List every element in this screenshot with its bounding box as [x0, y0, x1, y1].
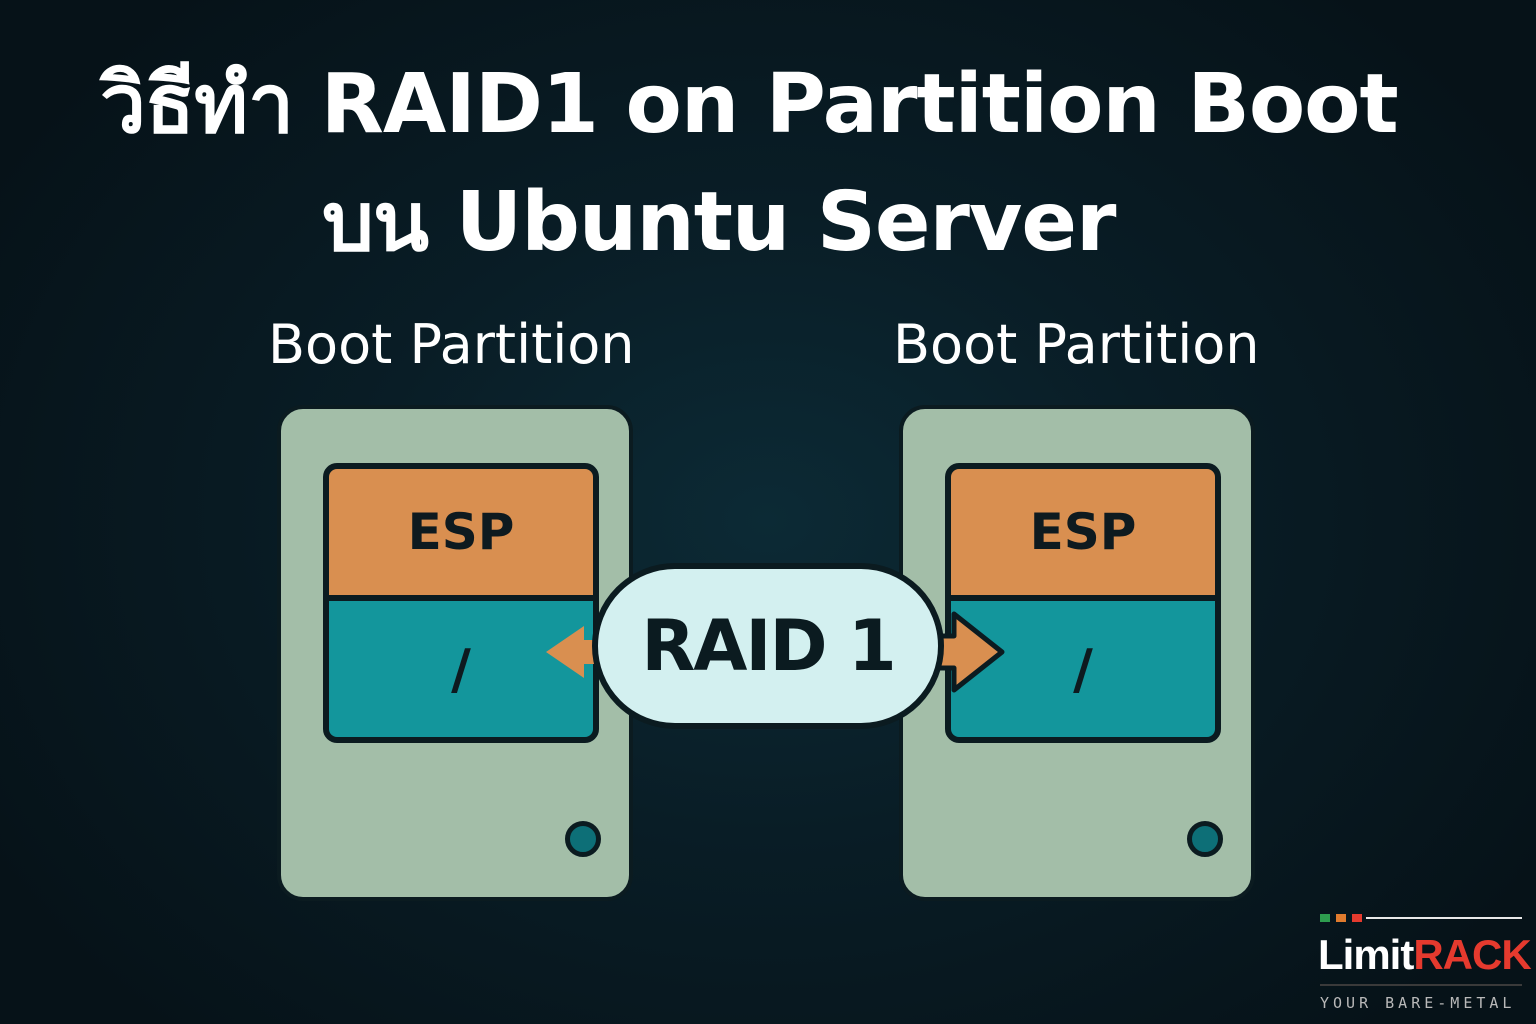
logo-divider-top — [1366, 917, 1522, 919]
page-title-line-2: บน Ubuntu Server — [322, 175, 1116, 270]
partition-table-right: ESP / — [945, 463, 1221, 743]
root-partition-left: / — [329, 601, 593, 737]
root-partition-right: / — [951, 601, 1215, 737]
disk-label-right: Boot Partition — [893, 313, 1260, 376]
logo-square-red — [1352, 914, 1362, 922]
disk-label-left: Boot Partition — [268, 313, 635, 376]
disk-right: ESP / — [899, 405, 1255, 901]
logo-tagline: YOUR BARE-METAL — [1320, 994, 1516, 1012]
logo-divider-bottom — [1320, 984, 1522, 986]
logo-wordmark: LimitRACK — [1318, 931, 1532, 978]
logo-color-bars — [1320, 914, 1524, 922]
disk-led-icon — [565, 821, 601, 857]
disk-left: ESP / — [277, 405, 633, 901]
logo-word-rack: RACK — [1413, 931, 1531, 978]
esp-partition-right: ESP — [951, 469, 1215, 601]
logo-square-orange — [1336, 914, 1346, 922]
page-title-line-1: วิธีทำ RAID1 on Partition Boot — [100, 57, 1399, 152]
partition-table-left: ESP / — [323, 463, 599, 743]
disk-led-icon — [1187, 821, 1223, 857]
logo-square-green — [1320, 914, 1330, 922]
raid1-badge: RAID 1 — [592, 563, 944, 729]
esp-partition-left: ESP — [329, 469, 593, 601]
logo-word-limit: Limit — [1318, 931, 1414, 978]
limitrack-logo: LimitRACK YOUR BARE-METAL — [1318, 914, 1532, 1018]
